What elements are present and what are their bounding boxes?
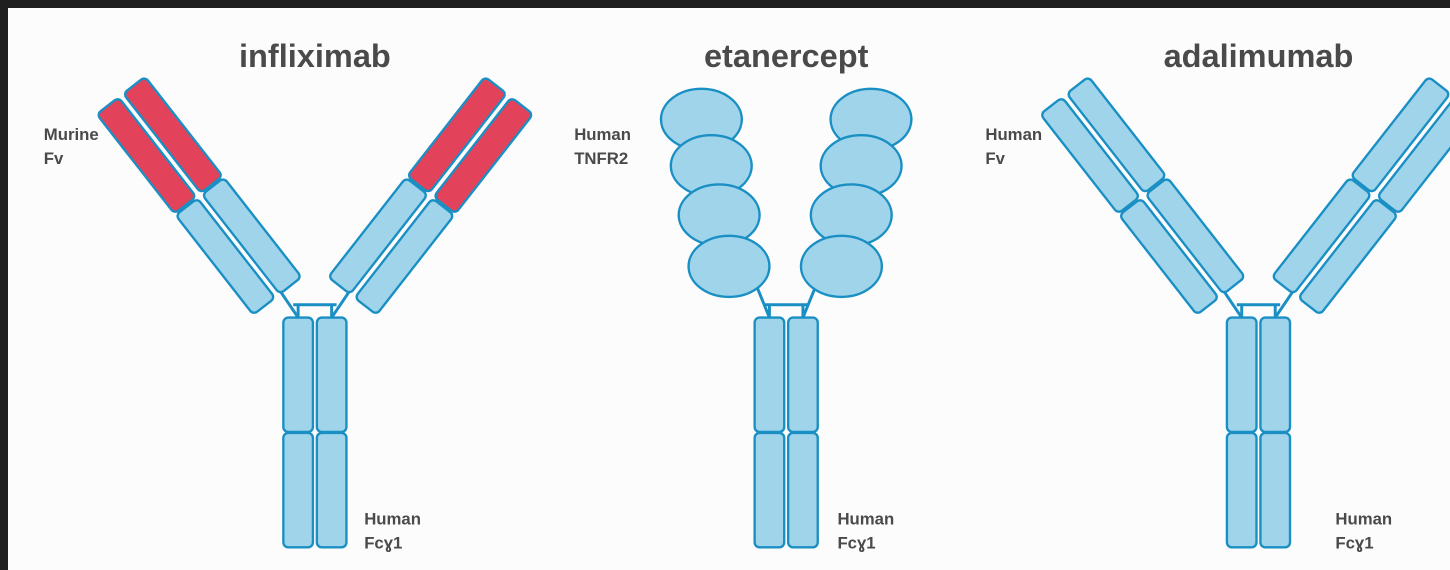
fusion-protein-structure: [661, 89, 911, 547]
tnfr2-domain: [801, 236, 882, 297]
constant-label-line1: Human: [1335, 510, 1392, 529]
panel-etanercept: etanercept Human TNFR2 Human Fcɣ1: [574, 38, 911, 552]
fc-upper-domain-right: [1260, 318, 1290, 432]
panel-title: etanercept: [704, 38, 869, 74]
diagram-canvas: infliximab Murine Fv Human Fcɣ1 etanerce…: [8, 8, 1450, 570]
antibody-diagram: infliximab Murine Fv Human Fcɣ1 etanerce…: [8, 8, 1450, 570]
fc-lower-domain-left: [755, 433, 785, 547]
constant-label-line1: Human: [837, 510, 894, 529]
fc-upper-domain-left: [1227, 318, 1257, 432]
fc-upper-domain-left: [283, 318, 313, 432]
variable-label-line1: Human: [574, 125, 631, 144]
panel-title: infliximab: [239, 38, 391, 74]
variable-label-line2: TNFR2: [574, 149, 628, 168]
constant-label-line2: Fcɣ1: [837, 533, 875, 552]
fc-upper-domain-left: [755, 318, 785, 432]
panel-title: adalimumab: [1164, 38, 1354, 74]
fc-lower-domain-right: [317, 433, 347, 547]
variable-label-line1: Murine: [44, 125, 99, 144]
constant-label-line2: Fcɣ1: [1335, 533, 1373, 552]
variable-label-line1: Human: [985, 125, 1042, 144]
fc-lower-domain-right: [788, 433, 818, 547]
tnfr2-domain: [689, 236, 770, 297]
constant-label-line1: Human: [364, 510, 421, 529]
fc-lower-domain-right: [1260, 433, 1290, 547]
hinge-link: [757, 286, 770, 318]
fc-upper-domain-right: [788, 318, 818, 432]
fc-lower-domain-left: [283, 433, 313, 547]
hinge-link: [803, 286, 816, 318]
fc-upper-domain-right: [317, 318, 347, 432]
antibody-structure: [1040, 77, 1450, 548]
fc-lower-domain-left: [1227, 433, 1257, 547]
variable-label-line2: Fv: [985, 149, 1005, 168]
constant-label-line2: Fcɣ1: [364, 533, 402, 552]
panel-adalimumab: adalimumab Human Fv Human Fcɣ1: [985, 38, 1450, 552]
variable-label-line2: Fv: [44, 149, 64, 168]
antibody-structure: [97, 77, 533, 548]
panel-infliximab: infliximab Murine Fv Human Fcɣ1: [44, 38, 533, 552]
